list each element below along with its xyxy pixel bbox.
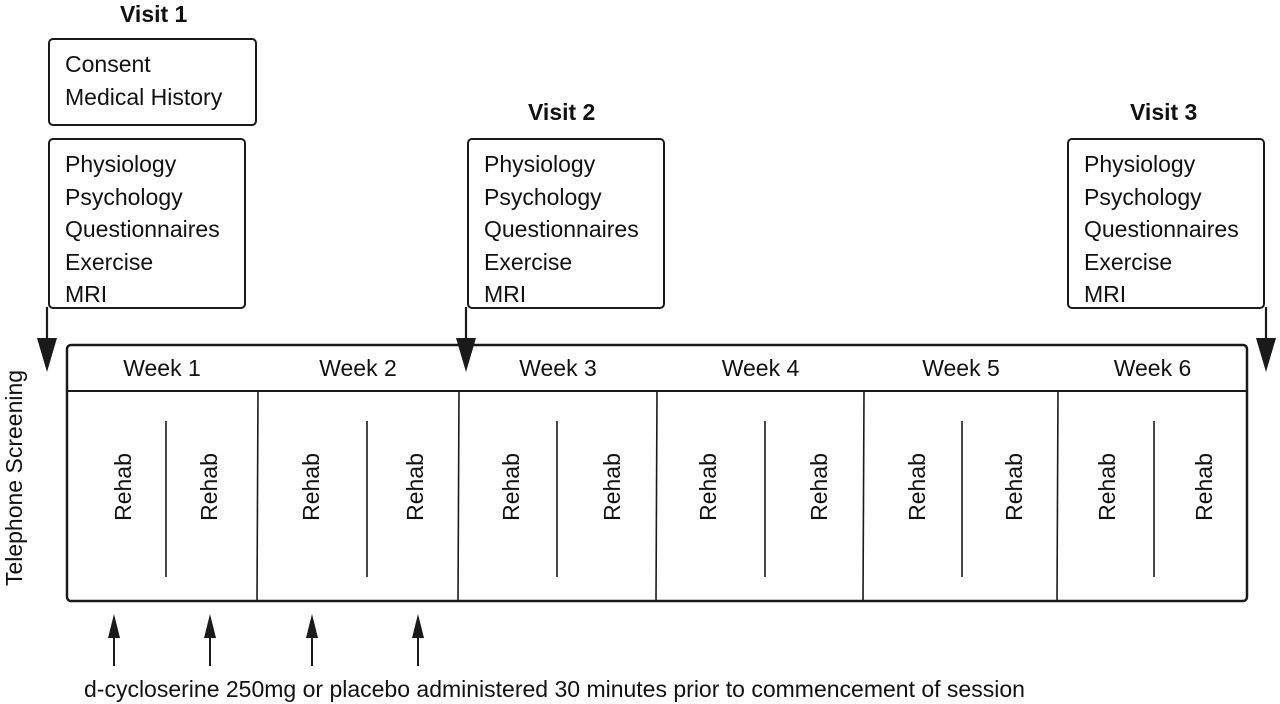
timeline-frame	[65, 343, 1249, 603]
rehab-session-label: Rehab	[904, 453, 930, 521]
visit-3-arrow	[1256, 307, 1276, 372]
visit-1-consent-box: Consent Medical History	[48, 38, 257, 126]
box-item: Questionnaires	[1084, 216, 1239, 242]
week-divider	[655, 390, 658, 602]
box-item: Physiology	[65, 151, 177, 177]
box-item: Exercise	[484, 248, 573, 275]
box-item: Exercise	[1084, 248, 1173, 275]
box-item: Questionnaires	[65, 216, 220, 242]
dosing-footnote: d-cycloserine 250mg or placebo administe…	[84, 676, 1025, 702]
rehab-session-label: Rehab	[806, 453, 832, 521]
week-divider	[862, 390, 865, 602]
box-item: Physiology	[1084, 151, 1196, 177]
rehab-session-label: Rehab	[1191, 453, 1217, 521]
rehab-session-label: Rehab	[402, 453, 428, 521]
week-label: Week 2	[319, 355, 397, 381]
rehab-session-label: Rehab	[695, 453, 721, 521]
box-item: MRI	[1084, 281, 1127, 307]
rehab-session-label: Rehab	[298, 453, 324, 521]
rehab-session-label: Rehab	[498, 453, 524, 521]
box-item: Exercise	[65, 248, 154, 275]
dose-arrow	[306, 614, 318, 666]
box-item: Medical History	[65, 83, 223, 110]
rehab-session-label: Rehab	[1001, 453, 1027, 521]
box-item: Psychology	[484, 183, 602, 210]
box-item: Psychology	[65, 183, 183, 210]
box-item: Questionnaires	[484, 216, 639, 242]
visit-3-assessment-box: Physiology Psychology Questionnaires Exe…	[1067, 138, 1265, 309]
rehab-session-label: Rehab	[196, 453, 222, 521]
week-label: Week 5	[922, 355, 1000, 381]
visit-2-title: Visit 2	[528, 99, 596, 125]
week-label: Week 4	[721, 355, 800, 381]
rehab-session-label: Rehab	[1094, 453, 1120, 521]
visit-1-title: Visit 1	[120, 1, 188, 27]
box-item: Consent	[65, 51, 151, 77]
week-label: Week 1	[123, 355, 201, 381]
rehab-session-label: Rehab	[110, 453, 136, 521]
box-item: Psychology	[1084, 183, 1202, 210]
week-label: Week 6	[1113, 355, 1192, 381]
box-item: MRI	[484, 281, 527, 307]
visit-1-arrow	[37, 307, 57, 372]
visit-1-assessment-box: Physiology Psychology Questionnaires Exe…	[48, 138, 246, 309]
telephone-screening-label: Telephone Screening	[1, 369, 27, 587]
week-label: Week 3	[519, 355, 597, 381]
box-item: Physiology	[484, 151, 596, 177]
visit-2-arrow	[456, 307, 476, 372]
dose-arrow	[108, 614, 120, 666]
box-item: MRI	[65, 281, 108, 307]
rehab-session-label: Rehab	[599, 453, 625, 521]
dose-arrow	[412, 614, 424, 666]
visit-3-title: Visit 3	[1130, 99, 1198, 125]
week-divider	[1056, 390, 1059, 602]
dose-arrow	[204, 614, 216, 666]
week-divider	[256, 390, 259, 602]
visit-2-assessment-box: Physiology Psychology Questionnaires Exe…	[467, 138, 665, 309]
week-divider	[457, 390, 460, 602]
